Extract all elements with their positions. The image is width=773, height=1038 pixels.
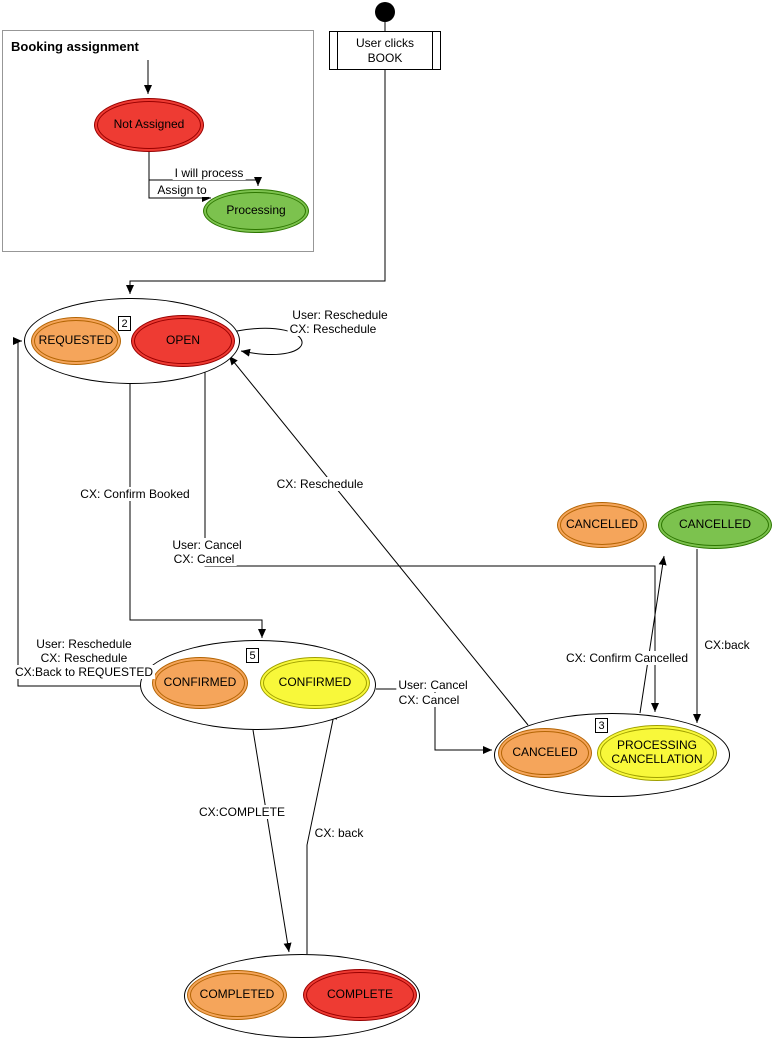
edge-reschedule-self-loop bbox=[236, 327, 303, 357]
edge-label-conf-user-cancel: User: Cancel bbox=[396, 678, 470, 692]
action-label-line2: BOOK bbox=[367, 50, 403, 65]
edge-label-cx-reschedule-diagonal: CX: Reschedule bbox=[274, 477, 366, 491]
badge-requested-open: 2 bbox=[118, 316, 131, 331]
edge-label-i-will-process: I will process bbox=[172, 166, 246, 180]
state-processing-cancellation-line2: CANCELLATION bbox=[611, 752, 703, 766]
edge-label-cx-back-right: CX:back bbox=[702, 638, 752, 652]
state-confirmed-yellow: CONFIRMED bbox=[260, 657, 370, 709]
state-processing: Processing bbox=[203, 189, 309, 233]
state-processing-cancellation: PROCESSING CANCELLATION bbox=[597, 725, 717, 781]
initial-state-dot bbox=[375, 2, 395, 22]
state-cancelled-green: CANCELLED bbox=[658, 501, 772, 549]
state-cancelled-green-label: CANCELLED bbox=[678, 517, 752, 532]
state-open: OPEN bbox=[131, 315, 235, 367]
badge-confirmed: 5 bbox=[246, 648, 259, 663]
edge-confirmed-to-requested bbox=[13, 337, 140, 687]
booking-assignment-title: Booking assignment bbox=[11, 39, 139, 54]
edge-confirm-booked bbox=[129, 384, 266, 638]
edge-label-loop-cx-reschedule: CX: Reschedule bbox=[287, 322, 379, 336]
edge-complete bbox=[252, 729, 292, 953]
edge-label-cx-back-bottom: CX: back bbox=[312, 826, 366, 840]
edge-label-assign-to: Assign to bbox=[155, 183, 209, 197]
state-cancelled-orange-label: CANCELLED bbox=[565, 517, 639, 532]
state-complete: COMPLETE bbox=[303, 969, 417, 1021]
edge-label-cx-confirm-booked: CX: Confirm Booked bbox=[78, 487, 192, 501]
state-canceled-label: CANCELED bbox=[512, 745, 578, 760]
edge-label-left-user-reschedule: User: Reschedule bbox=[34, 637, 134, 651]
edge-label-left-cx-reschedule: CX: Reschedule bbox=[38, 651, 130, 665]
badge-canceled: 3 bbox=[595, 718, 608, 733]
edge-label-cx-confirm-cancelled: CX: Confirm Cancelled bbox=[563, 651, 691, 665]
state-confirmed-yellow-label: CONFIRMED bbox=[278, 675, 352, 690]
edge-label-cx-complete: CX:COMPLETE bbox=[196, 805, 288, 819]
state-processing-cancellation-line1: PROCESSING bbox=[616, 738, 697, 753]
action-label-line1: User clicks bbox=[355, 35, 414, 50]
edge-i-will-process bbox=[148, 152, 262, 186]
edge-label-open-cx-cancel: CX: Cancel bbox=[171, 552, 237, 566]
state-processing-label: Processing bbox=[226, 203, 286, 218]
edge-open-to-canceled bbox=[204, 365, 659, 712]
edge-label-cx-back-to-requested: CX:Back to REQUESTED bbox=[12, 665, 156, 679]
state-complete-label: COMPLETE bbox=[326, 987, 393, 1002]
state-canceled: CANCELED bbox=[498, 728, 592, 778]
state-cancelled-orange: CANCELLED bbox=[557, 502, 647, 548]
state-requested-label: REQUESTED bbox=[38, 333, 114, 348]
edge-label-open-user-cancel: User: Cancel bbox=[170, 538, 244, 552]
state-requested: REQUESTED bbox=[31, 317, 121, 365]
state-completed: COMPLETED bbox=[187, 970, 287, 1020]
state-not-assigned-label: Not Assigned bbox=[113, 117, 185, 132]
edge-book-to-requested-open bbox=[126, 70, 386, 294]
edge-label-loop-user-reschedule: User: Reschedule bbox=[290, 308, 390, 322]
state-confirmed-orange: CONFIRMED bbox=[152, 657, 248, 709]
user-clicks-book-action: User clicks BOOK bbox=[329, 31, 441, 70]
edge-completed-back bbox=[306, 709, 338, 954]
state-open-label: OPEN bbox=[165, 333, 200, 348]
edge-label-conf-cx-cancel: CX: Cancel bbox=[396, 693, 462, 707]
state-not-assigned: Not Assigned bbox=[94, 98, 204, 152]
state-confirmed-orange-label: CONFIRMED bbox=[163, 675, 237, 690]
edge-confirm-cancelled bbox=[639, 555, 667, 714]
state-completed-label: COMPLETED bbox=[199, 987, 275, 1002]
edge-canceled-to-open bbox=[228, 355, 529, 726]
edge-assign-to bbox=[148, 180, 211, 202]
